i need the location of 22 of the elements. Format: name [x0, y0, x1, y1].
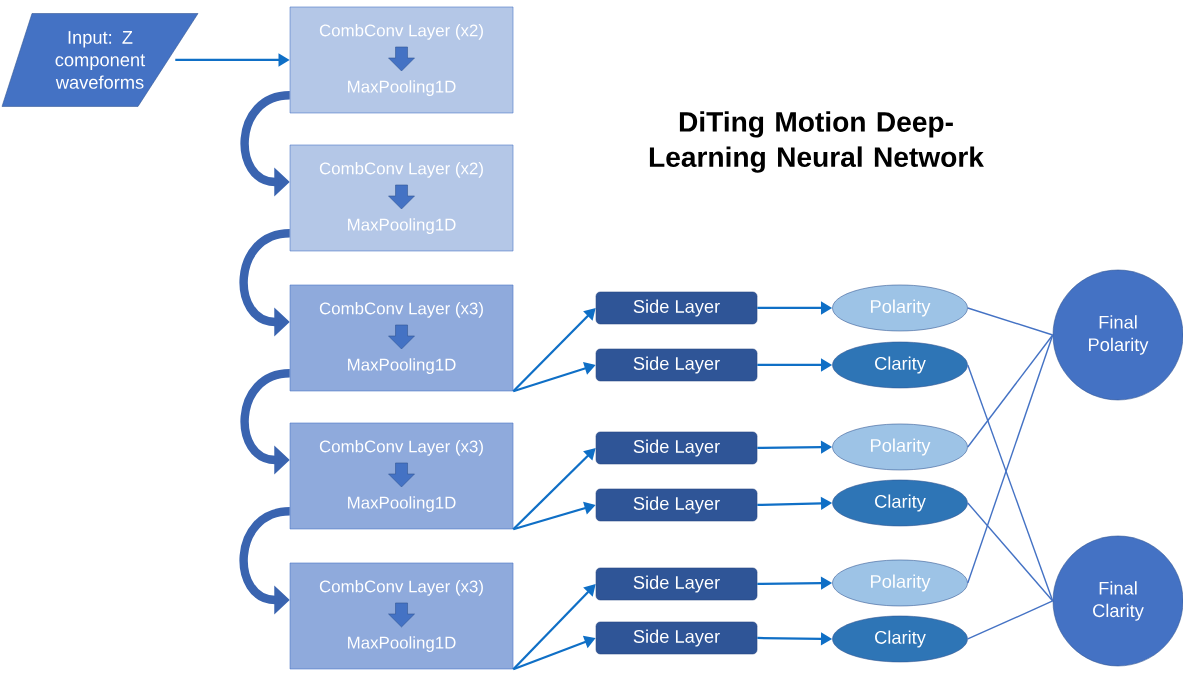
layer-box: CombConv Layer (x2) MaxPooling1D [289, 6, 514, 114]
title: DiTing Motion Deep-Learning Neural Network [649, 111, 984, 173]
side-layer-box: Side Layer [595, 621, 758, 655]
connector-line [967, 600, 1054, 640]
connector-line [967, 502, 1054, 602]
side-layer-box: Side Layer [595, 488, 758, 522]
layer-box: CombConv Layer (x2) MaxPooling1D [289, 144, 514, 252]
layer-box: CombConv Layer (x3) MaxPooling1D [289, 284, 514, 392]
side-layer-box: Side Layer [595, 431, 758, 465]
arrow [512, 584, 596, 671]
arrow [512, 448, 596, 531]
connector-line [967, 307, 1054, 336]
input-parallelogram: Input: Z component waveforms [1, 13, 199, 107]
layer-box: CombConv Layer (x3) MaxPooling1D [289, 562, 514, 670]
side-layer-box: Side Layer [595, 348, 758, 382]
arrow [512, 308, 596, 393]
connector-line [967, 334, 1054, 584]
side-layer-box: Side Layer [595, 291, 758, 325]
connector-line [967, 334, 1054, 448]
side-layer-box: Side Layer [595, 567, 758, 601]
connector-line [967, 364, 1054, 602]
layer-box: CombConv Layer (x3) MaxPooling1D [289, 422, 514, 530]
